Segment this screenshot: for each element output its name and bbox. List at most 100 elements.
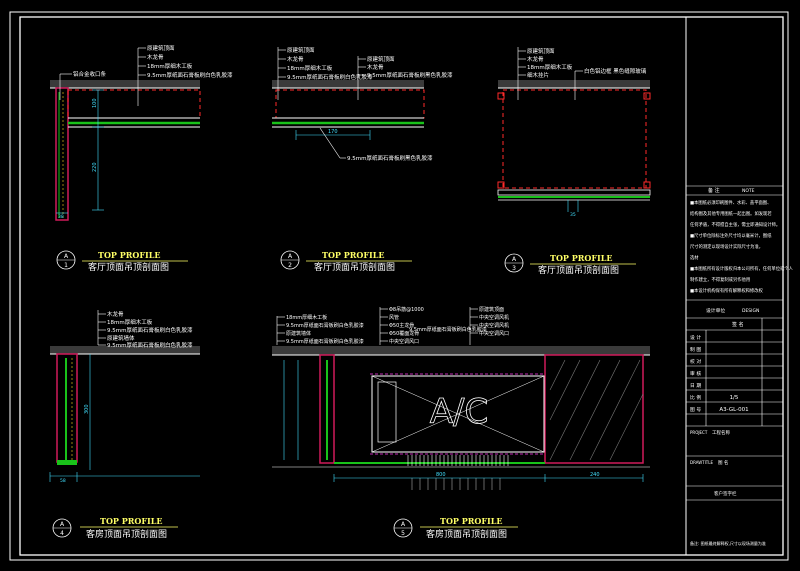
s1-marker-number: 1 — [64, 262, 68, 269]
s1-callout-1: 原建筑顶面 — [147, 44, 175, 52]
s2-callout-1: 原建筑顶面 — [287, 46, 315, 54]
s1-side-callout: 铝合金收口条 — [73, 70, 107, 78]
s4-title-cn: 客房顶面吊顶剖面图 — [86, 528, 167, 540]
s1-dim-1: 100 — [92, 98, 98, 108]
section-2-drawing — [272, 47, 425, 159]
row-review-label: 审 核 — [690, 370, 701, 377]
s5-right-callout-3: 中央空调风机 — [479, 322, 509, 329]
s5-callout-1: 18mm厚细木工板 — [286, 314, 327, 321]
drawtitle-label: DRAWTITLE — [690, 460, 713, 465]
s1-title-cn: 客厅顶面吊顶剖面图 — [88, 261, 169, 273]
s3-callout-2: 木龙骨 — [527, 55, 544, 63]
s2-marker-number: 2 — [288, 262, 292, 269]
s5-mid-callout-6: 9.5mm厚纸面石膏板刷白色乳胶漆 — [409, 326, 487, 333]
s5-dim-1: 800 — [436, 472, 446, 478]
s2-callout-4: 9.5mm厚纸面石膏板刷白色乳胶漆 — [287, 73, 373, 81]
s5-title-en: TOP PROFILE — [440, 516, 503, 526]
s4-marker-number: 4 — [60, 530, 64, 537]
note-line-8: 制作建立，不得复制或另作他用 — [690, 276, 750, 283]
row-draw-label: 制 图 — [690, 346, 701, 353]
s1-callout-4: 9.5mm厚纸面石膏板刷白色乳胶漆 — [147, 71, 233, 79]
section-2-title: A 2 TOP PROFILE 客厅顶面吊顶剖面图 — [280, 250, 412, 273]
s5-mid-callout-4: Φ50覆面龙骨 — [389, 330, 419, 337]
row-check-label: 校 对 — [690, 358, 701, 365]
row-date-label: 日 期 — [690, 383, 701, 389]
s1-dim-3: 38 — [58, 214, 64, 220]
s5-marker-letter: A — [401, 521, 406, 528]
s5-right-callout-2: 中央空调风机 — [479, 314, 509, 321]
section-4-title: A 4 TOP PROFILE 客房顶面吊顶剖面图 — [52, 516, 178, 540]
section-5-drawing — [272, 307, 650, 490]
note-line-5: 尺寸的测定以现场设计实际尺寸为准， — [690, 243, 763, 250]
design-unit-value: DESIGN — [742, 308, 759, 314]
note-line-7: ■本图纸所有设计版权归本公司所有，任何单位或个人 — [690, 265, 794, 272]
note-line-4: ■尺寸单位除标注外尺寸均以毫米计，图纸 — [690, 232, 772, 239]
note-line-6: 选材 — [690, 254, 699, 261]
s2-side-callout-2: 木龙骨 — [367, 63, 384, 71]
s5-dim-2: 240 — [590, 472, 600, 478]
note-line-1: ■本图纸必须印刷图件、水彩、盖平面图、 — [690, 199, 771, 206]
s2-callout-3: 18mm厚细木工板 — [287, 64, 333, 72]
row-design-label: 设 计 — [690, 334, 701, 341]
s2-dim-1: 170 — [328, 129, 338, 135]
client-confirm: 客户签字栏 — [714, 490, 737, 497]
s3-callout-4: 细木挂片 — [527, 71, 549, 79]
row-sheet-label: 图 号 — [690, 407, 701, 413]
project-label: PROJECT — [690, 430, 708, 435]
s2-side-callout-1: 原建筑顶面 — [367, 55, 395, 63]
s3-callout-3: 18mm厚细木工板 — [527, 63, 573, 71]
s4-callout-4: 原建筑墙体 — [107, 334, 135, 342]
section-3-title: A 3 TOP PROFILE 客厅顶面吊顶剖面图 — [504, 253, 636, 276]
section-1-drawing — [50, 47, 201, 221]
s2-marker-letter: A — [288, 253, 293, 260]
s2-bottom-callout: 9.5mm厚纸面石膏板刷黑色乳胶漆 — [347, 154, 433, 162]
s5-marker-number: 5 — [401, 530, 405, 537]
row-scale-value: 1/5 — [730, 395, 739, 401]
s3-side-callout: 白色铝边框 黑色缝隙玻璃 — [584, 67, 647, 75]
s3-marker-number: 3 — [512, 265, 516, 272]
s4-callout-1: 木龙骨 — [107, 310, 124, 318]
s1-dim-2: 220 — [92, 162, 98, 172]
s1-callout-2: 木龙骨 — [147, 53, 164, 61]
s5-callout-3: 原建筑墙体 — [286, 330, 311, 337]
row-scale-label: 比 例 — [690, 394, 701, 401]
s5-mid-callout-5: 中央空调风口 — [389, 338, 419, 345]
s5-callout-2: 9.5mm厚纸面石膏板刷白色乳胶漆 — [286, 322, 364, 329]
s2-side-callout-3: 9.5mm厚纸面石膏板刷黑色乳胶漆 — [367, 71, 453, 79]
s1-callout-3: 18mm厚细木工板 — [147, 62, 193, 70]
section-1-title: A 1 TOP PROFILE 客厅顶面吊顶剖面图 — [56, 250, 188, 273]
s5-mid-callout-2: 风管 — [389, 314, 399, 321]
design-unit-label: 设计单位 — [706, 307, 725, 314]
s4-dim-1: 300 — [84, 404, 90, 414]
note-line-3: 任何矛盾，不得擅自主张，需立即通知设计师。 — [690, 221, 780, 228]
s5-mid-callout-1: Φ8吊筋@1000 — [389, 306, 424, 313]
s2-callout-2: 木龙骨 — [287, 55, 304, 63]
note-line-2: 结构图及其他专用图纸一起出图。如发现若 — [690, 210, 772, 217]
section-5-title: A 5 TOP PROFILE 客房顶面吊顶剖面图 — [393, 516, 518, 540]
s3-title-en: TOP PROFILE — [550, 253, 613, 263]
s2-title-en: TOP PROFILE — [322, 250, 385, 260]
s5-callout-4: 9.5mm厚纸面石膏板刷白色乳胶漆 — [286, 338, 364, 345]
s1-marker-letter: A — [64, 253, 69, 260]
s4-callout-2: 18mm厚细木工板 — [107, 318, 153, 326]
s5-right-callout-1: 原建筑顶面 — [479, 306, 504, 313]
notes-header: 备 注 — [708, 187, 720, 194]
s3-marker-letter: A — [512, 256, 517, 263]
s3-title-cn: 客厅顶面吊顶剖面图 — [538, 264, 619, 276]
s5-mid-callout-3: Φ50主龙骨 — [389, 322, 414, 329]
s5-unit-label: A/C — [430, 392, 488, 432]
s2-title-cn: 客厅顶面吊顶剖面图 — [314, 261, 395, 273]
s4-callout-3: 9.5mm厚纸面石膏板刷白色乳胶漆 — [107, 326, 193, 334]
section-4-drawing — [49, 310, 200, 482]
footer-note: 备注: 图纸最终解释权,尺寸以现场测量为准 — [690, 540, 766, 546]
sign-header: 签 名 — [732, 321, 744, 328]
s4-marker-letter: A — [60, 521, 65, 528]
s3-callout-1: 原建筑顶面 — [527, 47, 555, 55]
s5-right-callout-4: 中央空调风口 — [479, 330, 509, 337]
row-sheet-value: A3-GL-001 — [719, 407, 748, 413]
s4-dim-2: 58 — [60, 478, 66, 484]
project-value: 工程名称 — [712, 429, 730, 436]
title-block — [685, 16, 784, 556]
s5-title-cn: 客房顶面吊顶剖面图 — [426, 528, 507, 540]
